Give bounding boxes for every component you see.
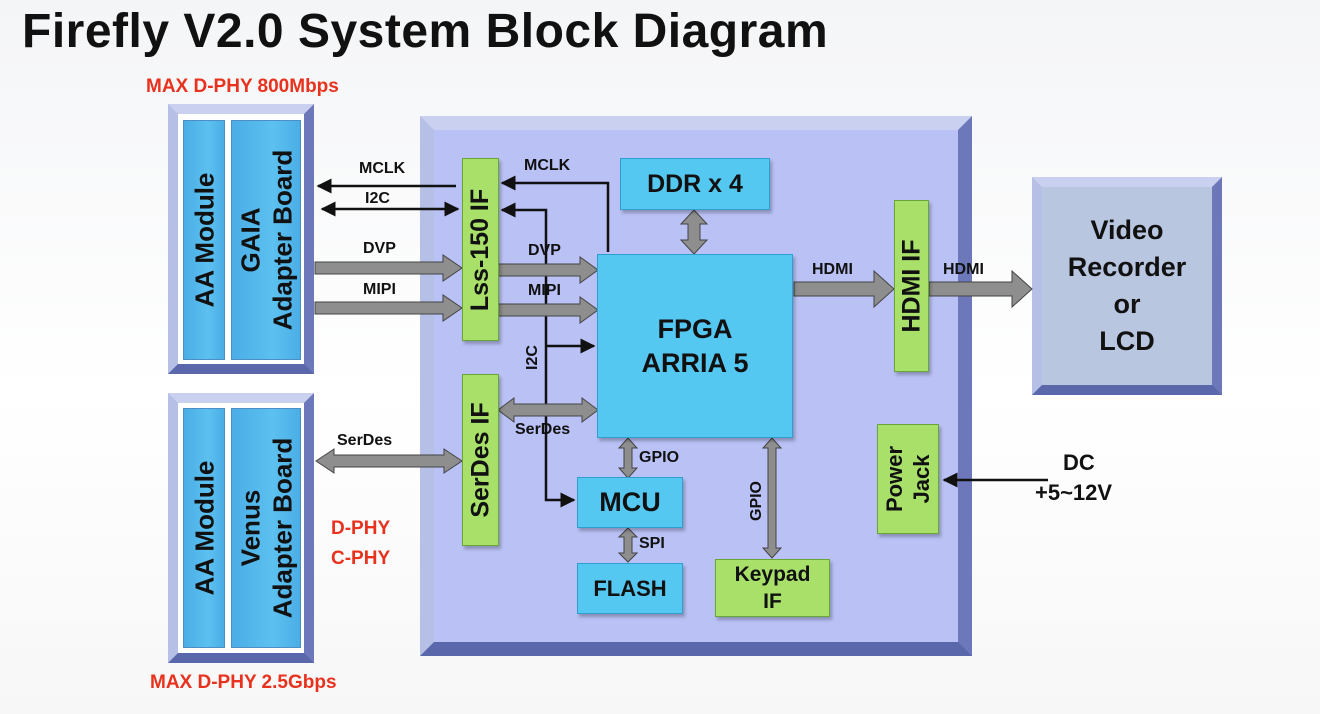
serdes-in-label: SerDes xyxy=(515,421,571,438)
max-dphy-2-5g-note: MAX D-PHY 2.5Gbps xyxy=(150,672,337,693)
video-label: Video xyxy=(1090,215,1164,245)
serdes-if-label: SerDes IF xyxy=(466,402,495,518)
dc-voltage-label: +5~12V xyxy=(1035,480,1113,505)
hdmi-out-arrow xyxy=(928,269,1033,309)
arria-label: ARRIA 5 xyxy=(641,348,749,378)
hdmi-if-block: HDMI IF xyxy=(894,200,929,372)
hdmi-if-label: HDMI IF xyxy=(897,239,926,333)
flash-block: FLASH xyxy=(577,563,683,614)
recorder-label: Recorder xyxy=(1067,252,1187,282)
cphy-note: C-PHY xyxy=(331,548,391,569)
serdes-in-arrow xyxy=(497,397,599,423)
serdes-out-label: SerDes xyxy=(337,432,393,449)
dvp-in-arrow xyxy=(497,256,599,284)
serdes-out-arrow xyxy=(315,448,463,474)
mipi-out-label: MIPI xyxy=(363,281,396,298)
fpga-label: FPGA xyxy=(657,314,733,344)
i2c-bus-wire xyxy=(500,202,576,508)
keypad-if-label: IF xyxy=(763,590,782,613)
hdmi-fpga-arrow xyxy=(793,269,895,309)
jack-label: Jack xyxy=(909,454,934,504)
mclk-in-wire xyxy=(500,175,610,252)
max-dphy-800-note: MAX D-PHY 800Mbps xyxy=(146,76,339,97)
i2c-out-label: I2C xyxy=(365,190,390,207)
keypad-if-block: Keypad IF xyxy=(715,559,830,617)
i2c-in-label: I2C xyxy=(524,345,541,370)
dvp-out-label: DVP xyxy=(363,240,396,257)
spi-arrow xyxy=(617,527,639,563)
venus-aa-module: AA Module xyxy=(183,408,225,648)
lss-150-if-block: Lss-150 IF xyxy=(462,158,499,341)
dphy-note: D-PHY xyxy=(331,518,391,539)
or-label: or xyxy=(1113,289,1141,319)
keypad-label: Keypad xyxy=(734,563,811,586)
mclk-out-label: MCLK xyxy=(359,160,406,177)
mipi-out-arrow xyxy=(314,294,463,322)
mipi-in-arrow xyxy=(497,296,599,324)
spi-label: SPI xyxy=(639,535,665,552)
lcd-label: LCD xyxy=(1099,326,1155,356)
gpio-keypad-arrow xyxy=(761,437,783,559)
power-jack-block: Power Jack xyxy=(877,424,939,534)
gpio-keypad-label: GPIO xyxy=(748,480,765,521)
video-recorder-box: Video Recorder or LCD xyxy=(1042,187,1212,385)
ddr-label: DDR x 4 xyxy=(647,169,743,198)
ddr-block: DDR x 4 xyxy=(620,158,770,210)
hdmi-label-1: HDMI xyxy=(812,261,853,278)
video-recorder-frame xyxy=(1032,177,1222,395)
hdmi-label-2: HDMI xyxy=(943,261,984,278)
mclk-in-label: MCLK xyxy=(524,157,571,174)
gpio-mcu-label: GPIO xyxy=(639,449,680,466)
flash-label: FLASH xyxy=(593,575,667,601)
gaia-aa-module: AA Module xyxy=(183,120,225,360)
dvp-in-label: DVP xyxy=(528,242,561,259)
mipi-in-label: MIPI xyxy=(528,282,561,299)
dc-label: DC xyxy=(1063,450,1095,475)
mcu-block: MCU xyxy=(577,477,683,528)
page-title: Firefly V2.0 System Block Diagram xyxy=(22,5,829,58)
power-label: Power xyxy=(882,445,907,513)
dvp-out-arrow xyxy=(314,254,463,282)
serdes-if-block: SerDes IF xyxy=(462,374,499,546)
gpio-mcu-arrow xyxy=(617,437,639,479)
ddr-arrow xyxy=(679,209,709,255)
venus-adapter-board: Venus Adapter Board xyxy=(231,408,301,648)
fpga-block: FPGA ARRIA 5 xyxy=(597,254,793,438)
lss-150-if-label: Lss-150 IF xyxy=(466,188,495,311)
mcu-label: MCU xyxy=(599,487,661,517)
gaia-adapter-board: GAIA Adapter Board xyxy=(231,120,301,360)
